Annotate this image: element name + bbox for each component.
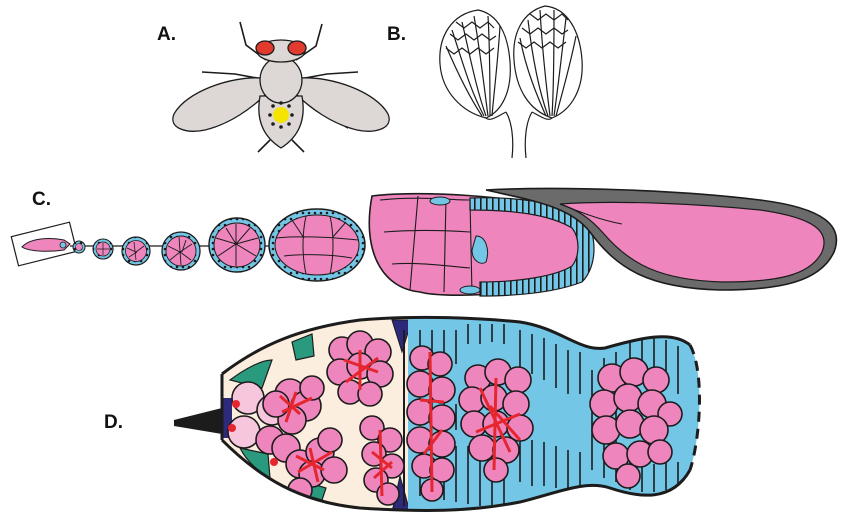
panel-c-label: C. [32, 189, 51, 210]
ovariole-chain-icon [11, 188, 836, 296]
left-eye [256, 41, 274, 55]
ovary-spot [273, 107, 289, 123]
thorax [260, 57, 302, 103]
terminal-filament-tip [174, 408, 222, 434]
panel-d: D. [104, 316, 708, 516]
germarium-icon [174, 316, 708, 516]
panel-b-label: B. [387, 24, 406, 45]
egg-chamber-5 [209, 218, 265, 272]
egg-chamber-6 [269, 209, 365, 281]
ovary-pair-icon [440, 6, 582, 158]
egg-chamber-1 [73, 241, 85, 253]
egg-chamber-4 [162, 232, 200, 270]
egg-chamber-3 [122, 237, 150, 265]
right-wing [296, 78, 389, 131]
left-wing [173, 78, 266, 131]
panel-d-label: D. [104, 412, 123, 433]
panel-b: B. [387, 6, 582, 158]
right-eye [288, 41, 306, 55]
fruit-fly-icon [173, 22, 389, 152]
panel-a: A. [157, 22, 389, 152]
panel-a-label: A. [157, 24, 176, 45]
panel-c: C. [11, 188, 836, 296]
egg-chamber-2 [93, 239, 113, 259]
